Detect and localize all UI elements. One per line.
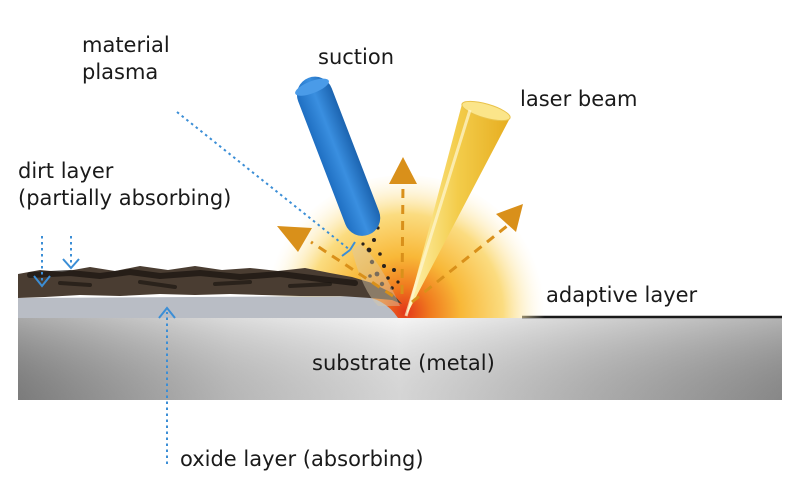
laser-beam <box>406 104 510 316</box>
arrowhead-up <box>389 157 417 184</box>
arrowhead-right <box>496 204 523 232</box>
arrowhead-left <box>277 226 312 252</box>
plasma-pointer <box>176 111 351 251</box>
arrowheads <box>277 157 523 252</box>
ablated-particles <box>361 226 400 290</box>
suction-label: suction <box>318 45 395 69</box>
oxide-layer <box>18 296 398 318</box>
suction-tube <box>295 76 381 236</box>
dirt-layer-line-1: dirt layer <box>18 159 114 183</box>
adaptive-layer-label: adaptive layer <box>546 283 698 307</box>
material-plasma-line-2: plasma <box>82 60 159 84</box>
label-pointers <box>41 111 351 464</box>
ejection-arrows <box>310 181 508 304</box>
dirt-layer-label: dirt layer (partially absorbing) <box>18 158 231 212</box>
oxide-layer-label: oxide layer (absorbing) <box>180 447 424 471</box>
substrate-label: substrate (metal) <box>312 351 495 375</box>
material-plasma-label: material plasma <box>82 32 170 86</box>
laser-beam-label: laser beam <box>520 87 638 111</box>
material-plasma-line-1: material <box>82 33 170 57</box>
dirt-layer-line-2: (partially absorbing) <box>18 186 232 210</box>
